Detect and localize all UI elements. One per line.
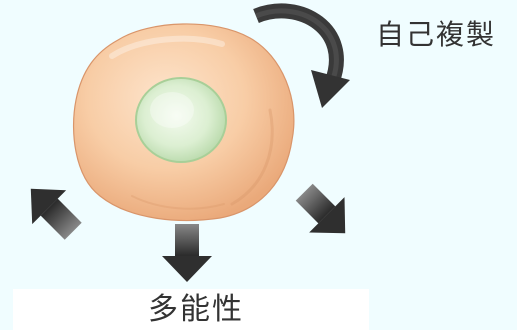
nucleus [136,78,226,162]
pluripotency-label: 多能性 [148,295,244,325]
arrow-down-icon [162,224,212,282]
arrow-down-right-icon [287,175,363,251]
arrow-down-left-icon [14,172,90,248]
self-renewal-label: 自己複製 [376,21,496,49]
